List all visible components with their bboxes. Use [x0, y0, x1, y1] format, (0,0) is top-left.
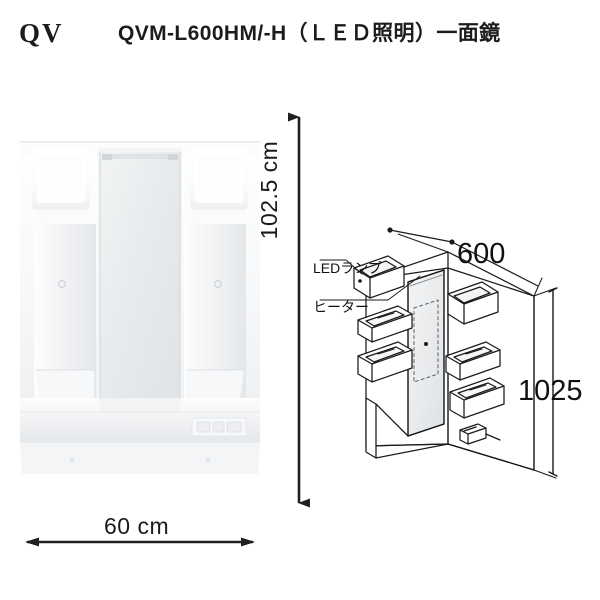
- callout-label-led-lamp: LEDランプ: [313, 260, 382, 276]
- brand-logo: QV: [19, 18, 64, 48]
- product-photo-illustration: [20, 141, 260, 474]
- page-header: QV QVM-L600HM/-H（ＬＥＤ照明）一面鏡: [0, 0, 600, 62]
- tech-dimension-width-label: 600: [457, 238, 506, 270]
- tech-dimension-height-label: 1025: [518, 375, 583, 407]
- callout-label-heater: ヒーター: [313, 299, 369, 315]
- product-photo: [14, 112, 266, 502]
- page-title: QVM-L600HM/-H（ＬＥＤ照明）一面鏡: [118, 22, 501, 45]
- height-dimension-label: 102.5 cm: [256, 140, 282, 240]
- width-dimension-label: 60 cm: [104, 513, 170, 539]
- technical-drawing-illustration: [319, 227, 558, 479]
- technical-drawing: [302, 227, 600, 479]
- led-callout-leader: [319, 259, 363, 275]
- heater-callout-leader: [319, 275, 421, 301]
